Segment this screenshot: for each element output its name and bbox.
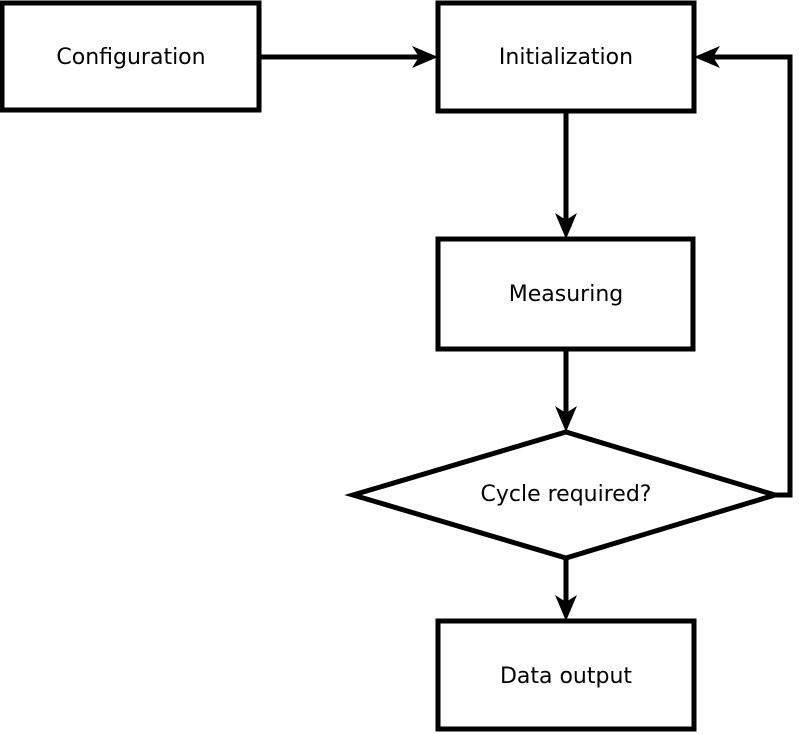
arrow-head-down-icon — [555, 406, 577, 432]
node-data-output[interactable]: Data output — [435, 618, 697, 732]
node-cycle-required-label: Cycle required? — [481, 482, 652, 507]
node-initialization[interactable]: Initialization — [435, 0, 697, 114]
arrow-head-down-icon — [555, 213, 577, 239]
process-box-icon — [435, 236, 696, 352]
edge-line — [712, 54, 793, 498]
edge-initialization-to-measuring — [555, 111, 577, 239]
arrow-head-right-icon — [412, 46, 438, 68]
process-box-icon — [435, 0, 697, 114]
decision-diamond-icon — [344, 429, 784, 561]
node-data-output-label: Data output — [500, 664, 632, 689]
edge-cycle-required-to-initialization-loop — [694, 46, 793, 498]
edge-cycle-required-to-data-output — [555, 558, 577, 621]
process-box-icon — [0, 0, 262, 113]
node-cycle-required[interactable]: Cycle required? — [344, 429, 784, 561]
arrow-head-down-icon — [555, 595, 577, 621]
edge-configuration-to-initialization — [259, 46, 438, 68]
edge-measuring-to-cycle-required — [555, 349, 577, 432]
node-measuring-label: Measuring — [509, 282, 623, 307]
node-configuration-label: Configuration — [56, 45, 205, 70]
arrow-head-left-icon — [694, 46, 720, 68]
node-configuration[interactable]: Configuration — [0, 0, 262, 113]
process-box-icon — [435, 618, 697, 732]
node-measuring[interactable]: Measuring — [435, 236, 696, 352]
node-initialization-label: Initialization — [499, 45, 633, 70]
